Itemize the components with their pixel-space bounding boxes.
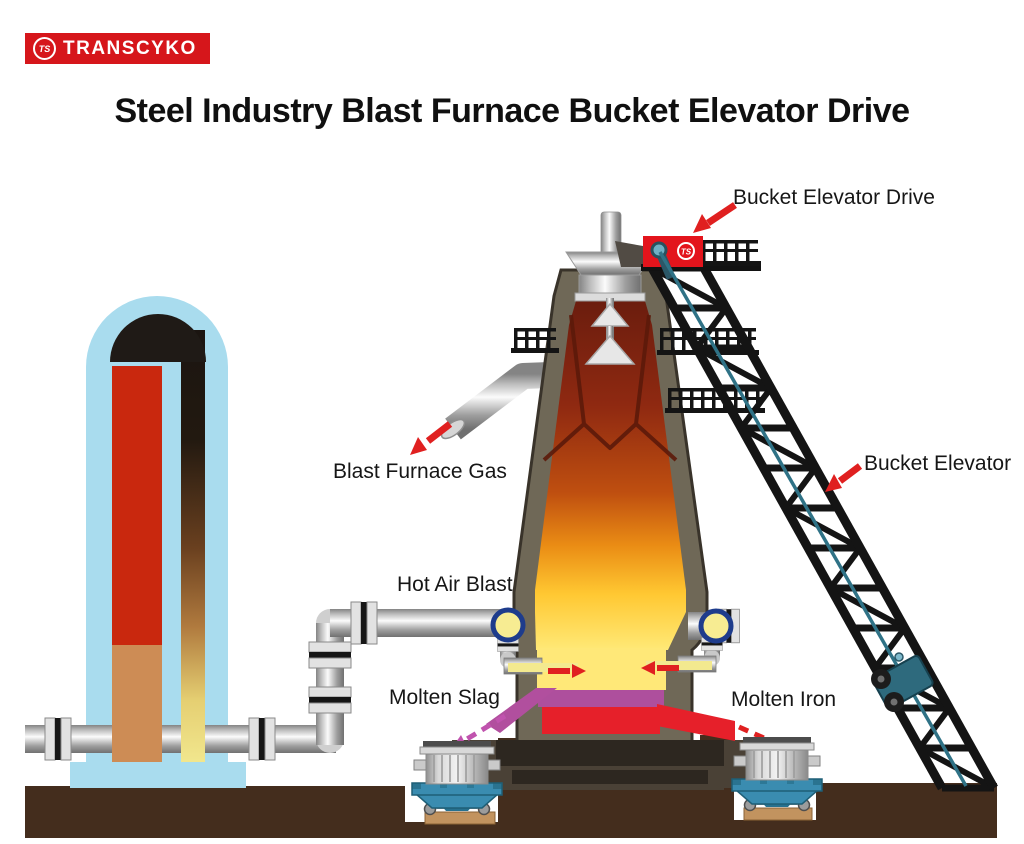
tuyere-right [641, 608, 740, 675]
callout-bucket-elevator: Bucket Elevator [864, 452, 1012, 475]
tuyere-left [490, 607, 586, 678]
hot-blast-stove [25, 296, 336, 788]
cold-blast-pipe [25, 717, 336, 761]
iron-pit-pad [743, 807, 813, 821]
callout-molten-iron: Molten Iron [731, 688, 837, 711]
drive-platform-railing [699, 240, 761, 266]
page-title: Steel Industry Blast Furnace Bucket Elev… [114, 92, 910, 130]
furnace-interior [535, 301, 686, 650]
brand-name: TRANSCYKO [63, 37, 197, 59]
drive-pulley [650, 241, 668, 259]
iron-ladle-car [731, 736, 823, 812]
tuyere-port [490, 607, 526, 643]
elevator-arrow-icon [825, 474, 842, 492]
stove-dome [110, 314, 206, 362]
callout-hot-air-blast: Hot Air Blast [397, 573, 513, 596]
blast-arrow-icon [641, 661, 655, 675]
top-chute [615, 241, 643, 267]
elevator-cable [658, 251, 968, 787]
stove-checker-column [181, 330, 205, 766]
callout-blast-furnace-gas: Blast Furnace Gas [333, 460, 507, 483]
callout-bucket-elevator-drive: Bucket Elevator Drive [733, 186, 935, 209]
callout-arrows [410, 202, 863, 492]
stove-base [70, 762, 246, 788]
callout-molten-slag: Molten Slag [389, 686, 500, 709]
ts-monogram-icon [677, 242, 695, 260]
tuyere-port [698, 608, 734, 644]
large-bell [584, 334, 636, 365]
drive-platform [641, 264, 761, 271]
walkway-railing-left [511, 328, 559, 353]
elevator-bucket [871, 652, 934, 712]
iron-layer [542, 707, 660, 734]
slag-ladle-car [411, 740, 503, 816]
stove-combustion-column [112, 366, 162, 645]
blast-furnace [512, 268, 709, 746]
gas-arrow-icon [410, 437, 427, 455]
blast-arrow-icon [572, 664, 586, 678]
svg-text:TS: TS [681, 248, 692, 257]
drive-arrow-icon [693, 214, 711, 233]
slag-pit-pad [424, 811, 496, 825]
ts-monogram-icon: TS [33, 37, 56, 60]
slag-layer [538, 690, 664, 707]
bucket-elevator-ladder [648, 264, 998, 792]
transcyko-logo: TS TRANSCYKO [25, 33, 210, 64]
